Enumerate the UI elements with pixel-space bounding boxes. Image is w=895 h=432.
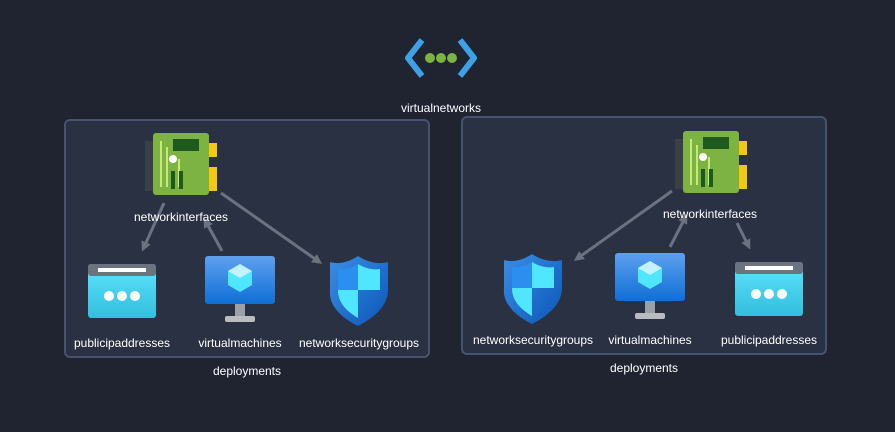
edge-vm-to-nic-1 xyxy=(203,217,224,252)
nic-label-1: networkinterfaces xyxy=(133,210,229,224)
virtual-machine-icon xyxy=(615,253,685,319)
nsg-label-2: networksecuritygroups xyxy=(472,333,594,347)
pip-label-1: publicipaddresses xyxy=(73,336,171,350)
edge-nic-to-nsg-2 xyxy=(573,189,673,261)
virtual-machine-icon xyxy=(205,256,275,322)
edge-nic-to-nsg-1 xyxy=(220,191,323,264)
network-security-group-icon xyxy=(329,256,388,326)
network-interface-icon xyxy=(675,131,747,193)
virtual-network-icon xyxy=(405,38,477,78)
nic-label-2: networkinterfaces xyxy=(662,207,758,221)
group-label-1: deployments xyxy=(212,364,282,378)
edge-vm-to-nic-2 xyxy=(668,213,688,248)
vm-label-1: virtualmachines xyxy=(198,336,282,350)
network-security-group-icon xyxy=(503,254,562,324)
public-ip-icon xyxy=(735,262,803,316)
vnet-label: virtualnetworks xyxy=(400,101,482,115)
network-interface-icon xyxy=(145,133,217,195)
edge-pip-to-nic-1 xyxy=(141,202,166,252)
pip-label-2: publicipaddresses xyxy=(720,333,818,347)
public-ip-icon xyxy=(88,264,156,318)
edge-nic-to-pip-2 xyxy=(735,222,751,250)
vm-label-2: virtualmachines xyxy=(608,333,692,347)
nsg-label-1: networksecuritygroups xyxy=(298,336,420,350)
group-label-2: deployments xyxy=(609,361,679,375)
